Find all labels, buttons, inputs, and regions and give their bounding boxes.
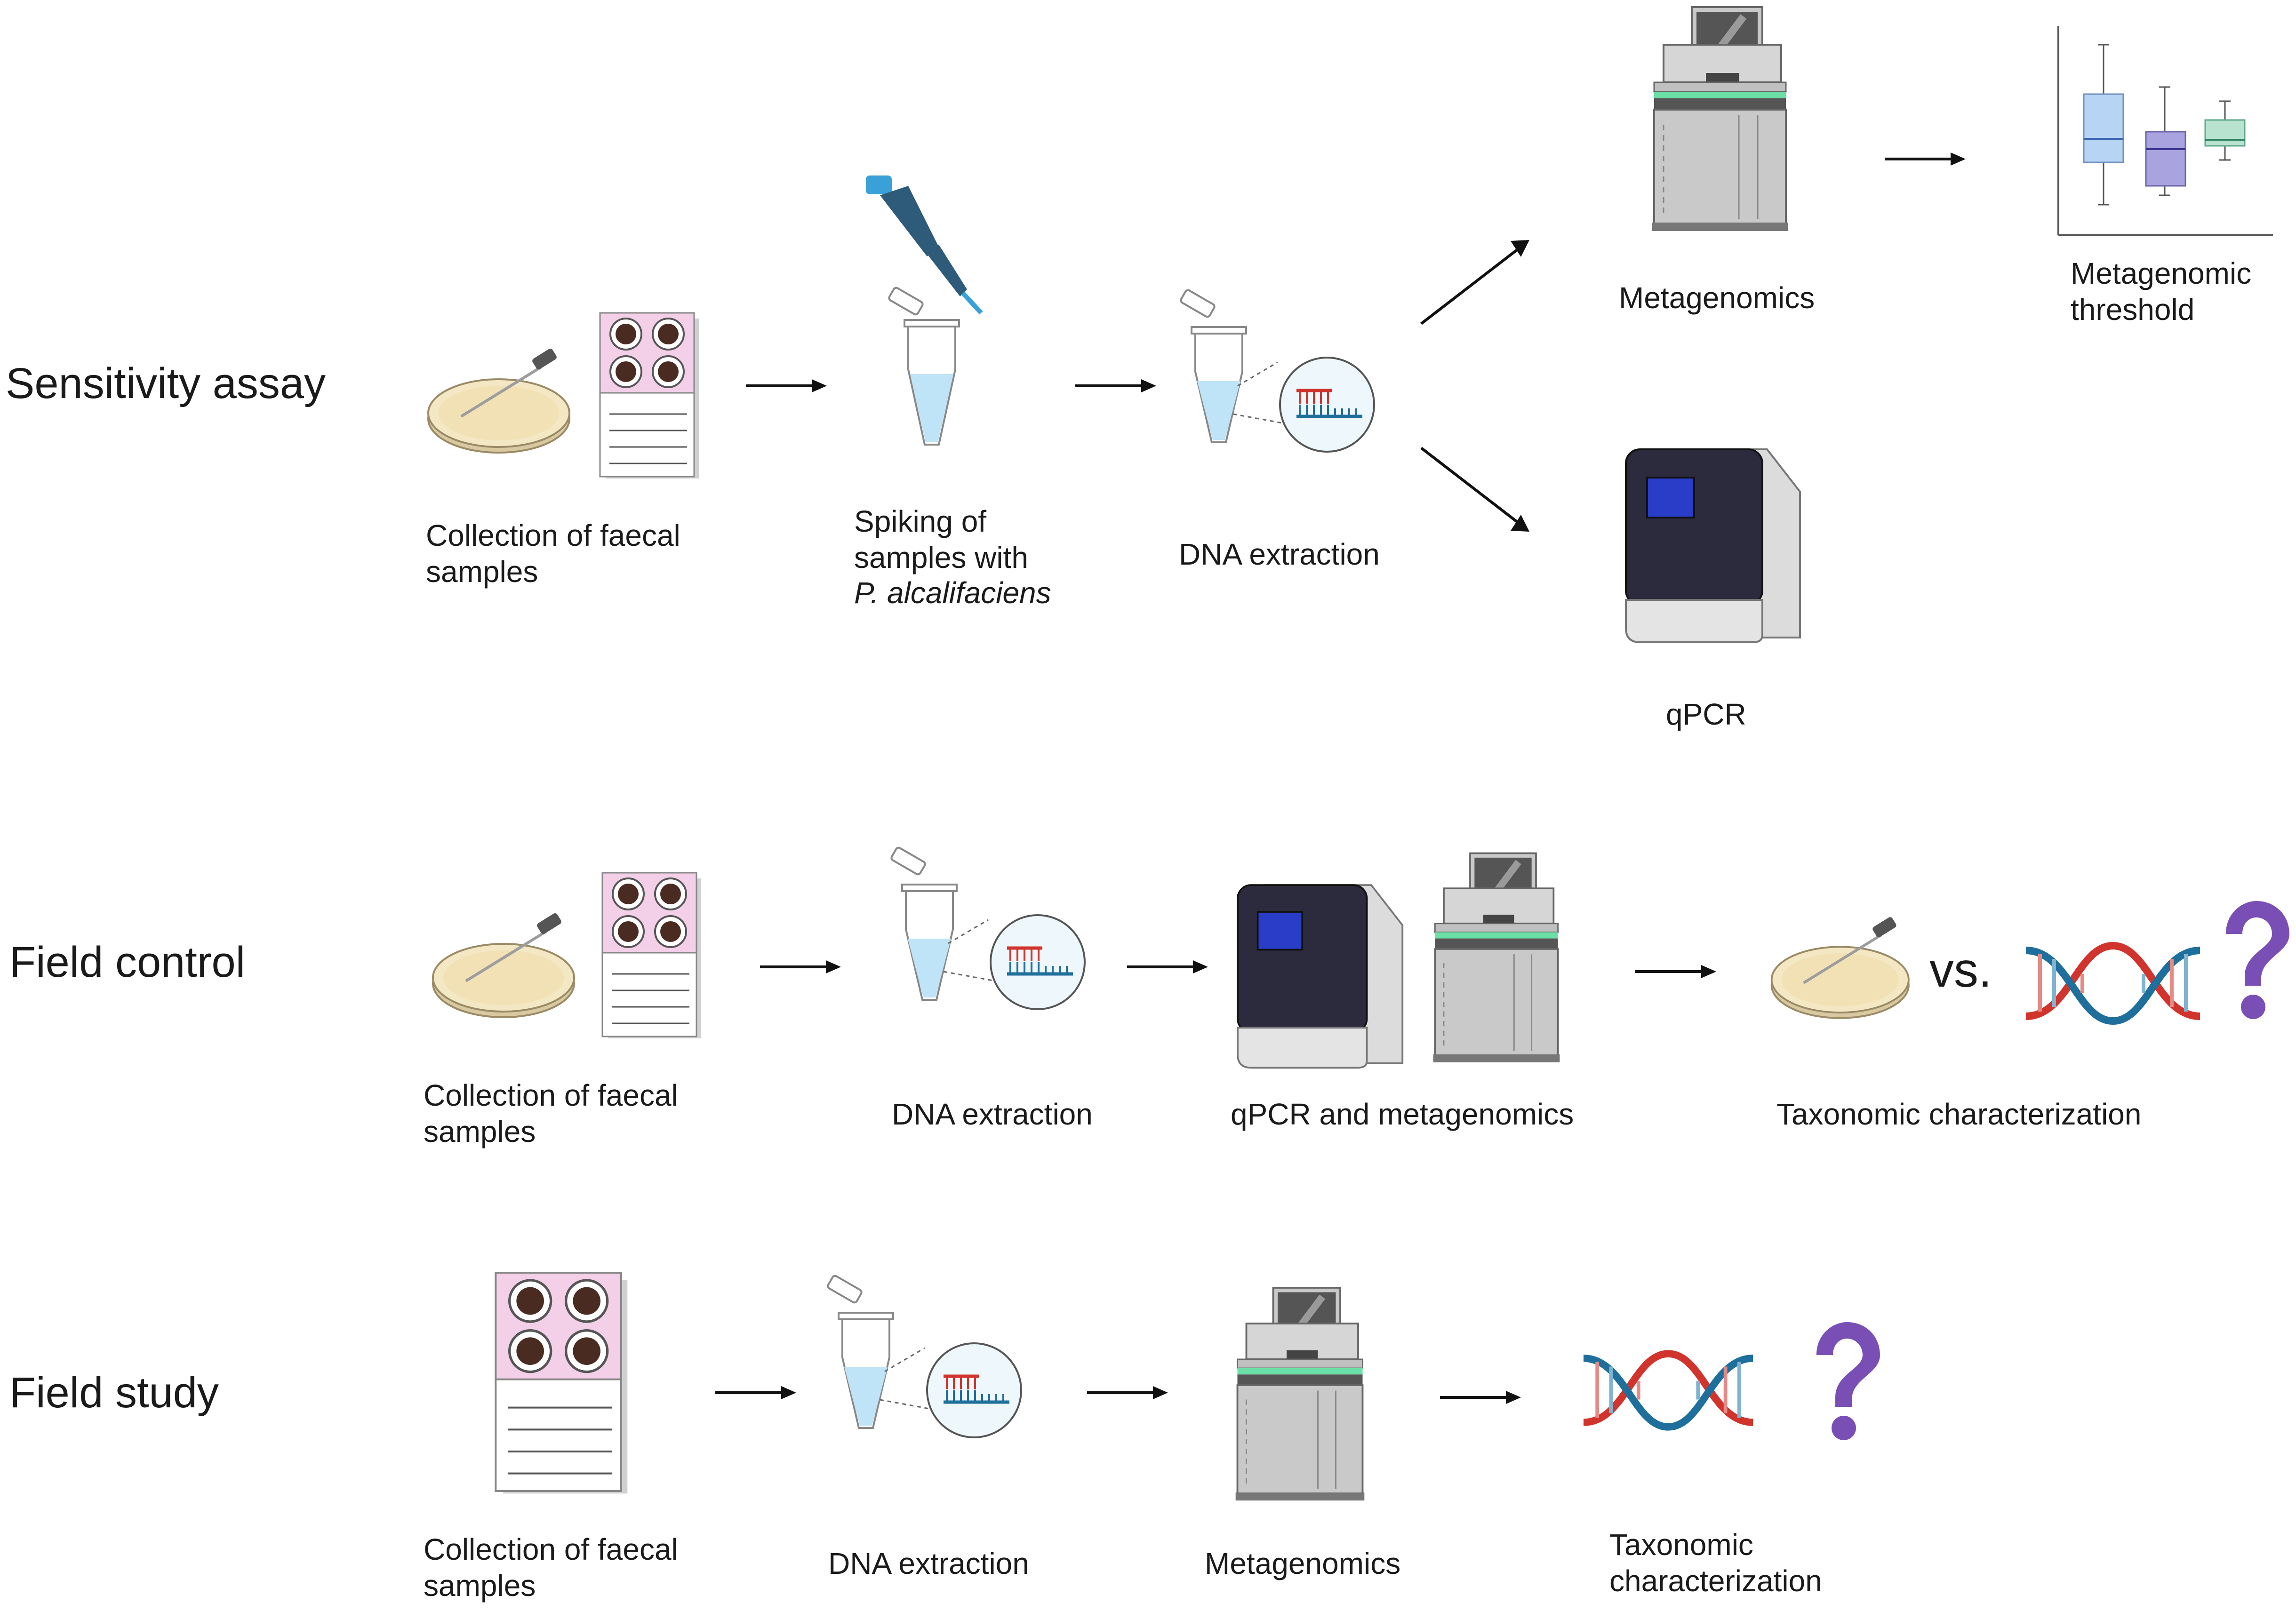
arrow-icon bbox=[1075, 379, 1156, 392]
arrow-icon bbox=[715, 1386, 796, 1399]
qpcr-machine-icon bbox=[1237, 884, 1404, 1069]
petri-dish-icon bbox=[427, 348, 570, 454]
arrow-icon bbox=[1087, 1386, 1168, 1399]
sequencer-icon bbox=[1235, 1287, 1365, 1501]
label-threshold: Metagenomic threshold bbox=[2071, 256, 2252, 327]
arrow-down-icon bbox=[1420, 447, 1529, 532]
label-spiking-species: P. alcalifaciens bbox=[854, 576, 1051, 610]
sequencer-icon bbox=[1652, 6, 1788, 231]
petri-dish-icon bbox=[1770, 917, 1910, 1019]
sequencer-icon bbox=[1433, 852, 1560, 1062]
label-spiking: Spiking of samples with bbox=[854, 504, 1028, 574]
sample-card-icon bbox=[599, 312, 699, 479]
arrow-icon bbox=[1127, 960, 1208, 973]
petri-dish-icon bbox=[432, 913, 575, 1018]
label-collection-sensitivity: Collection of faecal samples bbox=[426, 518, 680, 589]
label-extraction-sensitivity: DNA extraction bbox=[1179, 537, 1380, 571]
label-metagenomics-sensitivity: Metagenomics bbox=[1619, 281, 1815, 315]
arrow-icon bbox=[746, 379, 827, 392]
qpcr-machine-icon bbox=[1625, 448, 1801, 643]
label-qpcr: qPCR bbox=[1666, 697, 1746, 731]
sample-card-icon bbox=[601, 872, 701, 1038]
sample-card-icon bbox=[495, 1272, 628, 1494]
arrow-icon bbox=[760, 960, 841, 973]
dna-extraction-tube-icon bbox=[890, 846, 1086, 1010]
box-plot-icon bbox=[2057, 26, 2273, 236]
label-collection-field-study: Collection of faecal samples bbox=[424, 1532, 678, 1603]
question-mark-icon bbox=[1816, 1322, 1880, 1440]
row-title-field-control: Field control bbox=[9, 938, 246, 986]
arrow-icon bbox=[1885, 152, 1966, 166]
arrow-icon bbox=[1635, 965, 1716, 978]
arrow-icon bbox=[1440, 1391, 1521, 1404]
dna-helix-icon bbox=[2025, 941, 2200, 1025]
label-taxonomic-field-control: Taxonomic characterization bbox=[1776, 1097, 2142, 1131]
pipette-icon bbox=[866, 175, 983, 446]
row-title-sensitivity: Sensitivity assay bbox=[6, 359, 326, 407]
question-mark-icon bbox=[2226, 901, 2289, 1019]
label-extraction-field-control: DNA extraction bbox=[892, 1097, 1093, 1131]
arrow-up-icon bbox=[1420, 240, 1529, 325]
row-title-field-study: Field study bbox=[9, 1369, 219, 1417]
dna-helix-icon bbox=[1583, 1350, 1753, 1431]
label-taxonomic-field-study: Taxonomic characterization bbox=[1609, 1528, 1822, 1598]
label-metagenomics-field-study: Metagenomics bbox=[1205, 1547, 1401, 1580]
label-extraction-field-study: DNA extraction bbox=[828, 1547, 1029, 1580]
label-vs: vs. bbox=[1929, 943, 1992, 997]
dna-extraction-tube-icon bbox=[1180, 289, 1375, 453]
label-qpcr-meta: qPCR and metagenomics bbox=[1231, 1097, 1574, 1131]
dna-extraction-tube-icon bbox=[827, 1275, 1022, 1438]
label-collection-field-control: Collection of faecal samples bbox=[424, 1078, 678, 1148]
